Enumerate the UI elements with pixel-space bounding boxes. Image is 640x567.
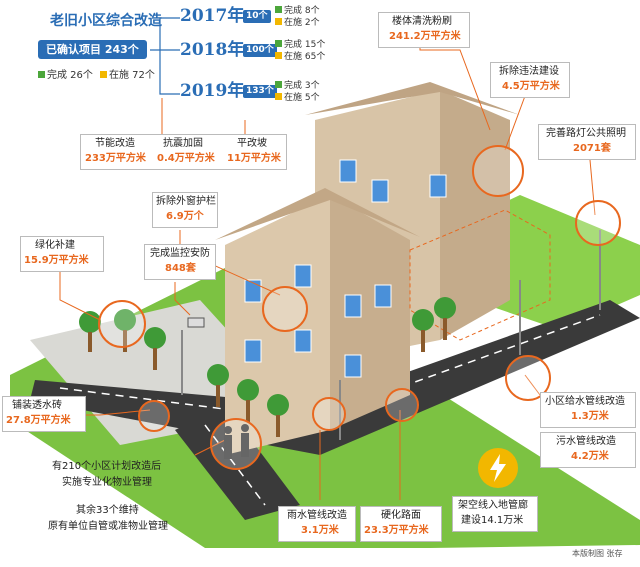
callout-demolish: 拆除违法建设 4.5万平方米 [490, 62, 570, 98]
ongoing-square-icon [100, 71, 107, 78]
highlight-circle-people [210, 418, 262, 470]
back-building-roof [305, 82, 520, 115]
property-line-3: 其余33个维持 [76, 505, 139, 516]
road-main [30, 300, 640, 455]
demolished-structure-outline [409, 209, 551, 341]
done-square-icon [38, 71, 45, 78]
highlight-circle-rain [312, 397, 346, 431]
callout-facade: 楼体清洗粉刷 241.2万平方米 [378, 12, 470, 48]
year-2017-ongoing: 在施 2个 [275, 18, 320, 28]
lightning-icon [478, 448, 518, 488]
camera-icon [187, 317, 205, 328]
summary-title: 老旧小区综合改造 [50, 13, 162, 29]
callout-overhead: 架空线入地管廊 建设14.1万米 [452, 496, 538, 532]
confirmed-badge: 已确认项目 243个 [38, 40, 147, 59]
year-2017: 2017年 [180, 6, 245, 26]
year-bracket [150, 17, 180, 95]
highlight-circle-paving [138, 400, 170, 432]
property-line-1: 有210个小区计划改造后 [52, 461, 162, 472]
year-2019-ongoing: 在施 5个 [275, 93, 320, 103]
summary-done: 完成 26个 [38, 71, 93, 81]
year-2019: 2019年 [180, 81, 245, 101]
year-2018: 2018年 [180, 40, 245, 60]
highlight-circle-lamp [472, 145, 524, 197]
callout-road: 硬化路面 23.3万平方米 [360, 506, 442, 542]
callout-permeable: 铺装透水砖 27.8万平方米 [2, 396, 86, 432]
highlight-circle-tree [98, 300, 146, 348]
callout-security: 完成监控安防 848套 [144, 244, 216, 280]
callout-railing: 拆除外窗护栏 6.9万个 [152, 192, 218, 228]
callout-sewage: 污水管线改造 4.2万米 [540, 432, 636, 468]
highlight-circle-lighting [575, 200, 621, 246]
year-2019-done: 完成 3个 [275, 81, 320, 91]
front-building-roof [215, 188, 420, 240]
year-2019-count: 133个 [243, 85, 277, 98]
callout-group-building: 节能改造 233万平方米 抗震加固 0.4万平方米 平改坡 11万平方米 [80, 134, 287, 170]
callout-water-supply: 小区给水管线改造 1.3万米 [540, 392, 636, 428]
windows [244, 159, 447, 378]
summary-ongoing: 在施 72个 [100, 71, 155, 81]
highlight-circle-road [385, 388, 419, 422]
year-2017-count: 10个 [243, 10, 271, 23]
year-2018-done: 完成 15个 [275, 40, 325, 50]
property-line-2: 实施专业化物业管理 [62, 477, 152, 488]
year-2018-count: 100个 [243, 44, 277, 57]
year-2017-done: 完成 8个 [275, 6, 320, 16]
callout-green: 绿化补建 15.9万平方米 [20, 236, 104, 272]
callout-rain: 雨水管线改造 3.1万米 [278, 506, 356, 542]
year-2018-ongoing: 在施 65个 [275, 52, 325, 62]
callout-lighting: 完善路灯公共照明 2071套 [538, 124, 636, 160]
credit: 本版制图 张存 [572, 549, 623, 558]
highlight-circle-window [262, 286, 308, 332]
property-line-4: 原有单位自管或准物业管理 [48, 521, 168, 532]
